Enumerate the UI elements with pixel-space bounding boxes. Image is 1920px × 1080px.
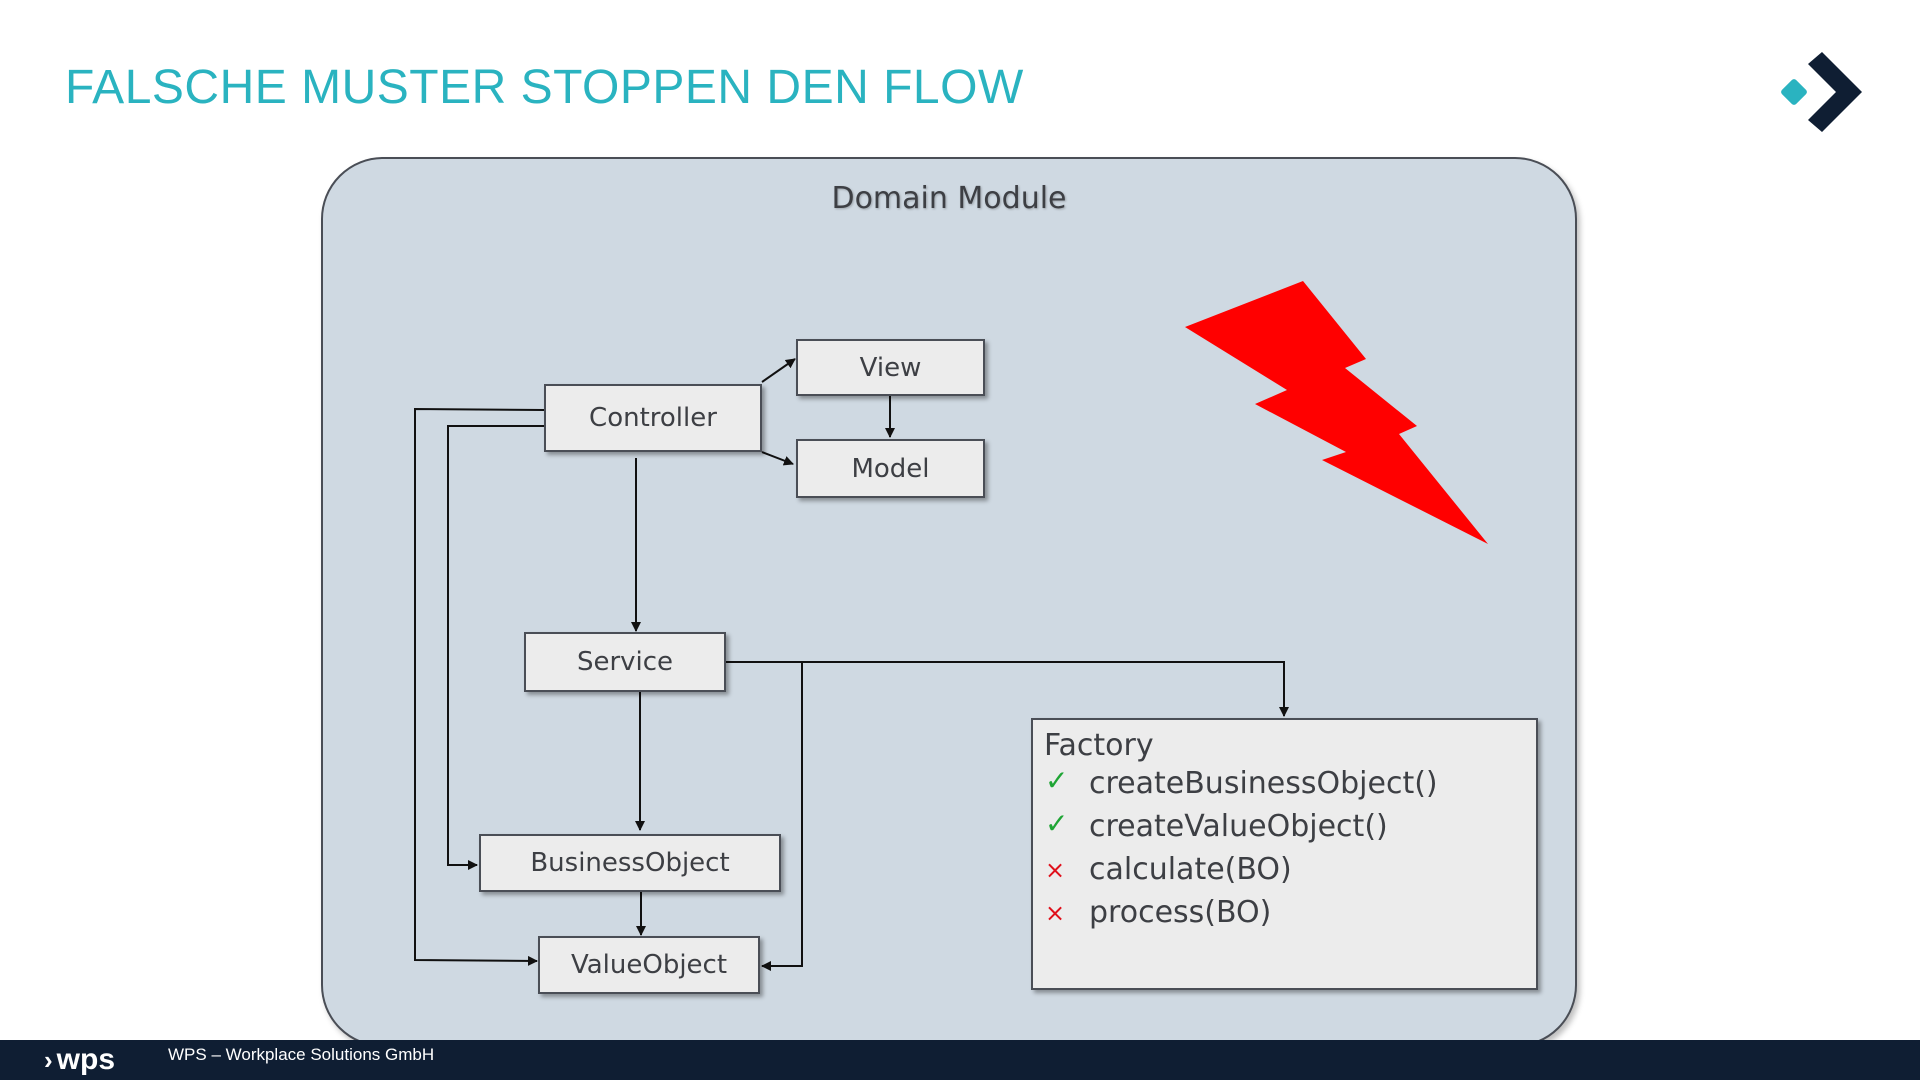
node-controller: Controller (544, 384, 762, 452)
footer-logo: ›wps (44, 1043, 115, 1077)
chevron-diamond-logo (1781, 52, 1862, 132)
node-model: Model (796, 439, 985, 498)
node-view: View (796, 339, 985, 396)
edge-controller-valueobject (414, 407, 545, 966)
footer-bar (0, 1040, 1920, 1080)
slide-title: FALSCHE MUSTER STOPPEN DEN FLOW (65, 61, 1024, 114)
factory-method: calculate(BO) (1089, 852, 1292, 887)
factory-method: createBusinessObject() (1089, 766, 1438, 801)
check-icon: ✓ (1045, 807, 1069, 840)
node-businessobject: BusinessObject (479, 834, 781, 892)
factory-title: Factory (1044, 728, 1154, 763)
node-service: Service (524, 632, 726, 692)
node-valueobject: ValueObject (538, 936, 760, 994)
node-factory: Factory ✓ createBusinessObject() ✓ creat… (1031, 718, 1538, 990)
check-icon: ✓ (1045, 764, 1069, 797)
edge-service-valueobject (726, 661, 803, 971)
cross-icon: × (1045, 899, 1066, 927)
domain-module-label: Domain Module (831, 181, 1067, 216)
edge-controller-view (761, 358, 796, 383)
factory-method: createValueObject() (1089, 809, 1388, 844)
factory-method: process(BO) (1089, 895, 1272, 930)
lightning-bolt-icon (1185, 281, 1488, 544)
edge-controller-model (761, 451, 794, 466)
footer-brand-text: wps (56, 1043, 116, 1076)
footer-company: WPS – Workplace Solutions GmbH (168, 1045, 435, 1064)
edge-service-factory (802, 661, 1289, 717)
chevron-right-icon: › (44, 1045, 53, 1075)
cross-icon: × (1045, 856, 1066, 884)
edge-controller-businessobject (447, 425, 544, 870)
